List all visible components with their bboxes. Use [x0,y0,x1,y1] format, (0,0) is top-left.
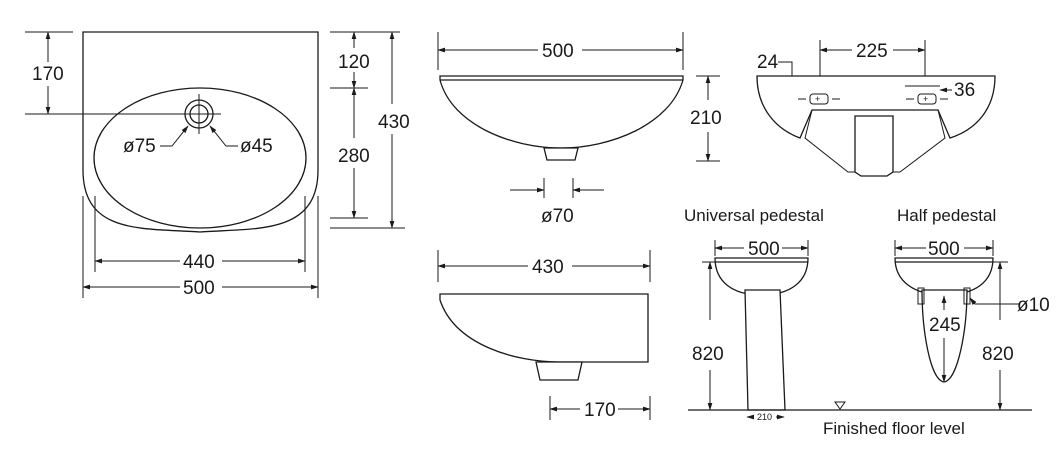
front-view-basin [439,75,684,149]
half-pedestal-title: Half pedestal [897,206,996,225]
front-view: 500 210 ø70 [437,32,722,227]
top-view-dim-500-label: 500 [183,278,215,299]
side-view-dim-170-label: 170 [584,400,616,421]
front-view-dia-70-label: ø70 [541,206,574,227]
back-view-fixing-right [917,93,937,105]
front-view-dim-210-label: 210 [690,108,722,129]
universal-pedestal-dim-210-label: 210 [757,412,772,422]
half-pedestal-bracket-left [917,287,925,305]
universal-pedestal-dim-500-label: 500 [748,239,780,260]
svg-text:+: + [923,94,928,104]
half-pedestal-dia-10-label: ø10 [1017,295,1050,316]
back-view-dim-225-label: 225 [856,41,888,62]
half-pedestal-bracket-right [963,287,971,305]
top-view-dim-170-label: 170 [32,64,64,85]
universal-pedestal: Universal pedestal 500 820 210 [684,206,824,422]
half-pedestal-dim-500-label: 500 [928,239,960,260]
half-pedestal: Half pedestal 500 ø10 245 820 [894,206,1050,411]
universal-pedestal-dim-820-label: 820 [692,344,724,365]
front-view-waste [543,147,579,161]
universal-pedestal-column [744,289,786,411]
top-view-dia-75-label: ø75 [123,136,156,157]
side-view-basin [439,293,649,363]
side-view-dim-430-label: 430 [532,257,564,278]
back-view-dim-36-label: 36 [954,80,975,101]
back-view-fixing-left [809,93,829,105]
side-view-waste [535,361,583,381]
back-view-dim-24-label: 24 [757,52,779,73]
svg-text:+: + [815,94,820,104]
back-view: 225 24 + + 36 [756,40,996,177]
floor-level-marker [834,401,846,410]
floor-level-label: Finished floor level [823,419,965,438]
top-view-dim-120-label: 120 [338,52,370,73]
front-view-dim-500-label: 500 [542,41,574,62]
top-view-dia-45-label: ø45 [240,136,273,157]
floor: Finished floor level [688,401,1032,438]
back-view-pedestal-stub [854,115,894,177]
top-view-bowl [93,87,307,229]
top-view-dim-440-label: 440 [183,252,215,273]
half-pedestal-dim-820-label: 820 [982,344,1014,365]
top-view-dim-430-label: 430 [378,112,410,133]
top-view: ø75 ø45 170 120 280 430 440 500 [25,31,410,299]
universal-pedestal-title: Universal pedestal [684,206,824,225]
side-view: 430 170 [437,250,651,421]
half-pedestal-dim-245-label: 245 [929,315,961,336]
top-view-dim-280-label: 280 [338,146,370,167]
